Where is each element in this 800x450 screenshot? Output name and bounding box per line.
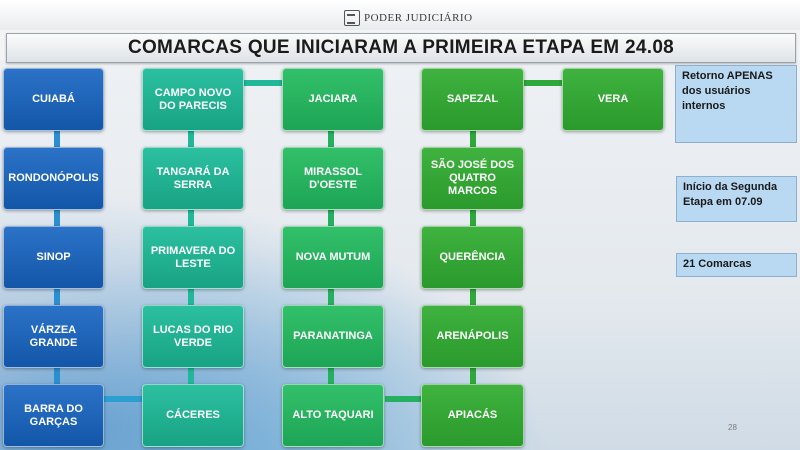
node-caceres: CÁCERES <box>142 384 244 447</box>
header-strip <box>0 0 800 30</box>
logo: PODER JUDICIÁRIO <box>344 10 473 26</box>
node-jaciara: JACIARA <box>282 68 384 131</box>
slide-title: COMARCAS QUE INICIARAM A PRIMEIRA ETAPA … <box>6 33 796 63</box>
court-emblem-icon <box>344 10 360 26</box>
node-tangara-da-serra: TANGARÁ DA SERRA <box>142 147 244 210</box>
node-arenapolis: ARENÁPOLIS <box>421 305 524 368</box>
node-sapezal: SAPEZAL <box>421 68 524 131</box>
connector-row1-2-3 <box>243 80 283 86</box>
node-campo-novo-do-parecis: CAMPO NOVO DO PARECIS <box>142 68 244 131</box>
node-sinop: SINOP <box>3 226 104 289</box>
connector-row5-3-4 <box>385 396 422 402</box>
note-segunda-etapa: Início da Segunda Etapa em 07.09 <box>676 176 797 222</box>
node-barra-do-garcas: BARRA DO GARÇAS <box>3 384 104 447</box>
node-primavera-do-leste: PRIMAVERA DO LESTE <box>142 226 244 289</box>
node-rondonopolis: RONDONÓPOLIS <box>3 147 104 210</box>
node-paranatinga: PARANATINGA <box>282 305 384 368</box>
node-mirassol-doeste: MIRASSOL D'OESTE <box>282 147 384 210</box>
connector-row5-1-2 <box>102 396 144 402</box>
node-apiacas: APIACÁS <box>421 384 524 447</box>
note-retorno: Retorno APENAS dos usuários internos <box>675 65 797 143</box>
connector-row1-4-5 <box>524 80 562 86</box>
node-vera: VERA <box>562 68 664 131</box>
node-varzea-grande: VÁRZEA GRANDE <box>3 305 104 368</box>
node-nova-mutum: NOVA MUTUM <box>282 226 384 289</box>
node-lucas-do-rio-verde: LUCAS DO RIO VERDE <box>142 305 244 368</box>
page-number: 28 <box>728 423 737 432</box>
node-sao-jose-dos-quatro-marcos: SÃO JOSÉ DOS QUATRO MARCOS <box>421 147 524 210</box>
node-cuiaba: CUIABÁ <box>3 68 104 131</box>
logo-text: PODER JUDICIÁRIO <box>364 12 473 24</box>
node-querencia: QUERÊNCIA <box>421 226 524 289</box>
node-alto-taquari: ALTO TAQUARI <box>282 384 384 447</box>
note-total-comarcas: 21 Comarcas <box>676 253 797 277</box>
slide-background <box>0 60 800 450</box>
